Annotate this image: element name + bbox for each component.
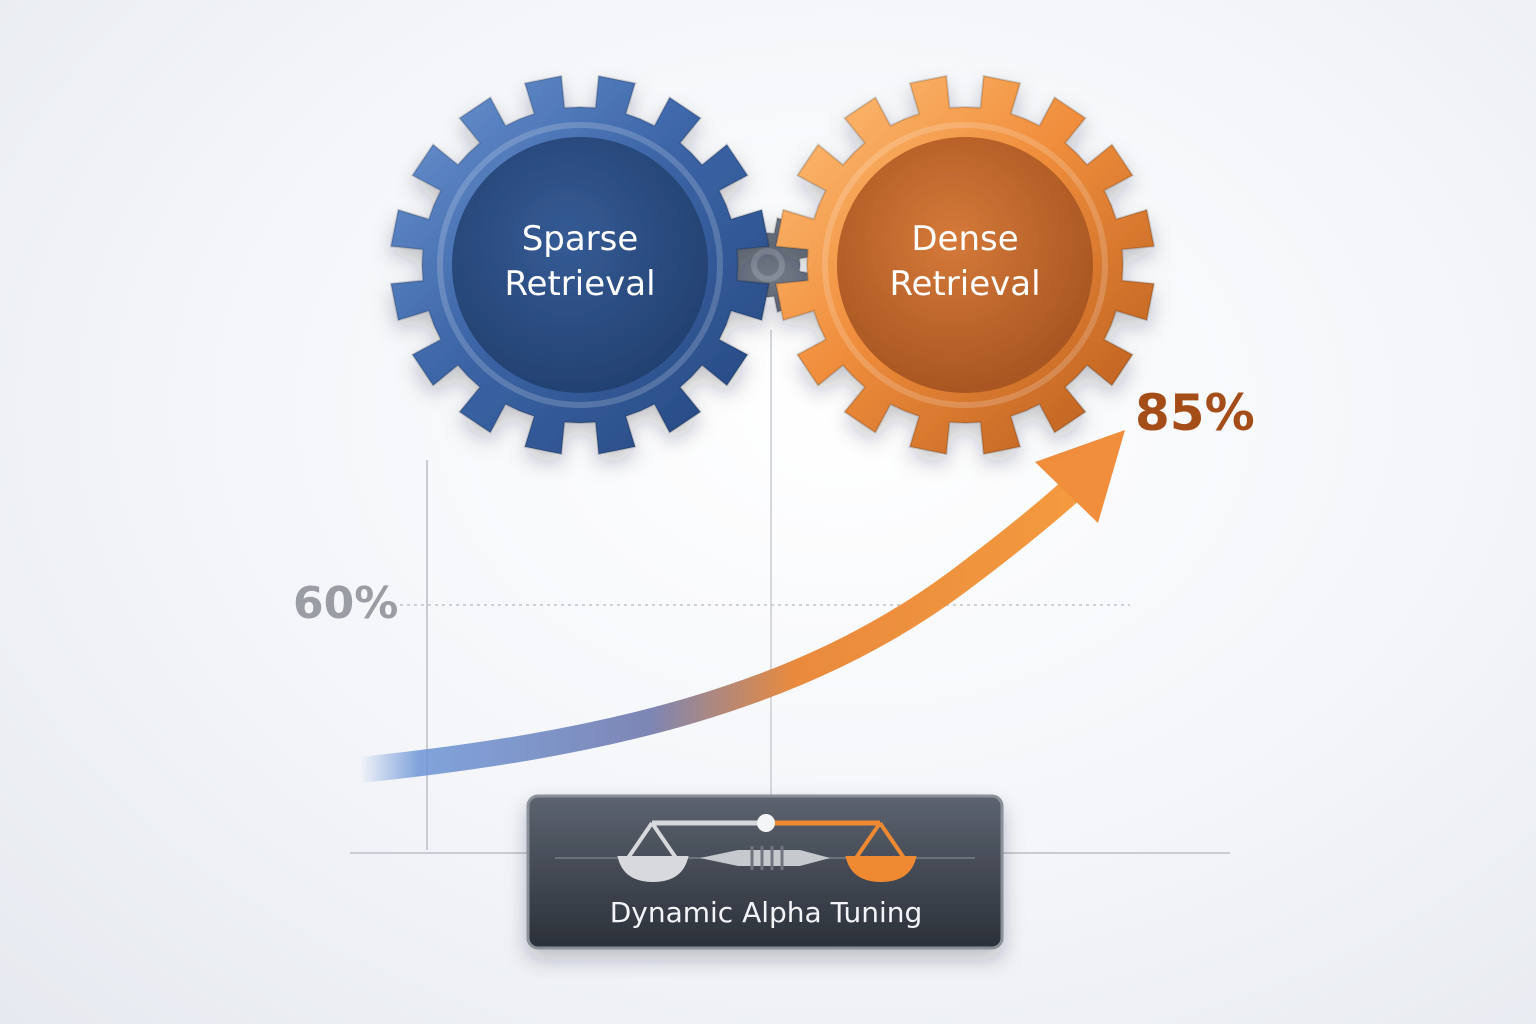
sparse-gear-label-line2: Retrieval xyxy=(504,264,655,304)
panel-title: Dynamic Alpha Tuning xyxy=(610,896,923,929)
end-percentage: 85% xyxy=(1135,384,1255,442)
arrow-head xyxy=(1035,430,1125,523)
alpha-tuning-panel[interactable]: Dynamic Alpha Tuning xyxy=(526,794,1004,950)
sparse-retrieval-gear: Sparse Retrieval xyxy=(389,74,771,456)
alpha-coupling-icon xyxy=(700,846,830,870)
connector-gear-teeth-inner-ring xyxy=(751,248,785,282)
balance-scale-icon[interactable] xyxy=(617,814,917,883)
dense-retrieval-gear: Dense Retrieval xyxy=(774,74,1156,456)
arrow-shaft xyxy=(358,468,1094,783)
left-scale-pan-icon xyxy=(617,821,689,883)
alpha-slider-knob[interactable] xyxy=(757,814,775,832)
improvement-arrow xyxy=(358,430,1125,783)
sparse-gear-teeth-inner-ring xyxy=(437,122,723,408)
sparse-gear-label-line1: Sparse xyxy=(522,219,639,259)
coupling-body xyxy=(700,850,830,866)
right-scale-pan-icon xyxy=(845,821,917,883)
dense-gear-face xyxy=(837,137,1093,393)
dense-gear-label-line2: Retrieval xyxy=(889,264,1040,304)
dense-gear-label-line1: Dense xyxy=(911,219,1018,259)
sparse-gear-face xyxy=(452,137,708,393)
dense-gear-teeth-inner-ring xyxy=(822,122,1108,408)
start-percentage: 60% xyxy=(293,578,398,629)
